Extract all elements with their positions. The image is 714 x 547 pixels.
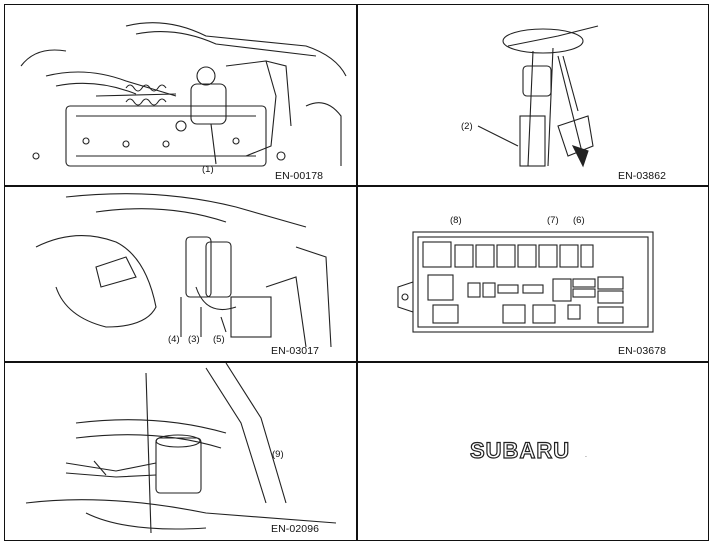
figure-code: EN-03678 (618, 345, 667, 357)
figure-code: EN-03862 (618, 170, 667, 182)
engine-illustration (20, 22, 347, 167)
figure-code: EN-02096 (271, 523, 320, 535)
connector-illustration (35, 193, 332, 348)
panel-fuel-pump: (2) EN-03862 (358, 6, 707, 184)
column-divider (356, 4, 358, 541)
figure-code: EN-03017 (271, 345, 320, 357)
subaru-logo: SUBARU (469, 437, 571, 463)
row-divider-2 (4, 361, 709, 363)
callout-8: (8) (450, 215, 462, 226)
callout-6: (6) (573, 215, 585, 226)
callout-9: (9) (272, 449, 284, 460)
callout-3: (3) (188, 334, 200, 345)
callout-4: (4) (168, 334, 180, 345)
callout-1: (1) (202, 164, 214, 175)
callout-2: (2) (461, 121, 473, 132)
panel-connector: (4) (3) (5) EN-03017 (6, 187, 355, 360)
callout-7: (7) (547, 215, 559, 226)
callout-5: (5) (213, 334, 225, 345)
panel-engine-throttle: (1) EN-00178 (6, 6, 355, 184)
logo-mark: . (585, 452, 587, 459)
panel-sensor: (9) EN-02096 (6, 363, 355, 540)
fuel-pump-illustration (477, 25, 599, 168)
fuse-box-illustration (397, 231, 654, 333)
sensor-illustration (25, 363, 337, 534)
panel-fuse-box: (8) (7) (6) EN-03678 (358, 187, 707, 360)
figure-code: EN-00178 (275, 170, 324, 182)
row-divider-1 (4, 185, 709, 187)
